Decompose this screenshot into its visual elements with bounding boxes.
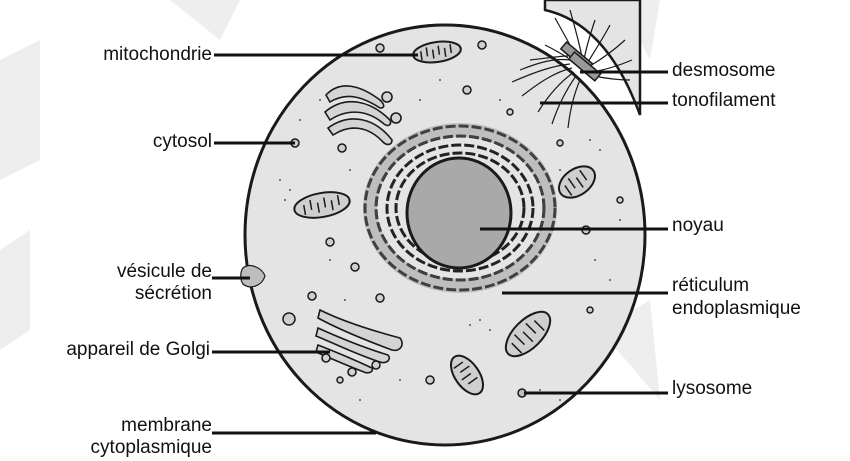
label-vesicule-line1: vésicule de	[40, 262, 212, 282]
label-tonofilament: tonofilament	[672, 91, 776, 111]
label-desmosome: desmosome	[672, 61, 776, 81]
label-membrane-line1: membrane	[40, 416, 212, 436]
label-membrane-line2: cytoplasmique	[20, 438, 212, 458]
label-vesicule-line2: sécrétion	[40, 284, 212, 304]
label-reticulum-line1: réticulum	[672, 276, 749, 296]
label-noyau: noyau	[672, 216, 724, 236]
label-lysosome: lysosome	[672, 379, 752, 399]
label-mitochondrie: mitochondrie	[40, 45, 212, 65]
label-golgi: appareil de Golgi	[0, 340, 210, 360]
label-cytosol: cytosol	[40, 132, 212, 152]
nucleus	[407, 158, 511, 268]
label-reticulum-line2: endoplasmique	[672, 299, 801, 319]
